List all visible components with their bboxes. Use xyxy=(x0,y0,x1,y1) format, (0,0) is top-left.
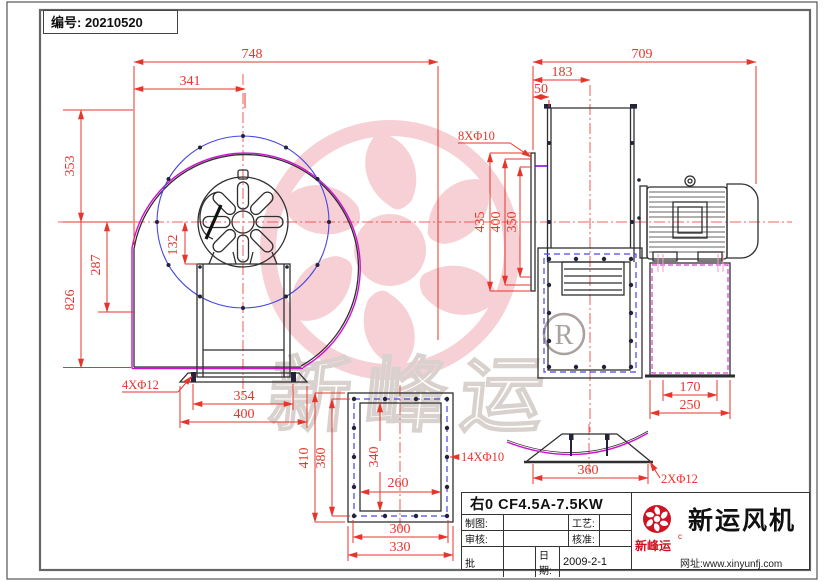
dim-300: 300 xyxy=(390,522,411,537)
dim-826: 826 xyxy=(63,290,78,311)
front-dimensions: 748 341 353 826 287 132 4XΦ12 354 xyxy=(63,47,439,428)
dim-748: 748 xyxy=(242,47,263,62)
front-pedestal xyxy=(178,251,309,383)
front-view: 748 341 353 826 287 132 4XΦ12 354 xyxy=(58,47,442,428)
title-block-brand: 新运风机 新峰运 c 网址:www.xinyunfj.com xyxy=(632,493,809,570)
dim-350: 350 xyxy=(505,212,520,233)
serial-label: 编号: 20210520 xyxy=(51,15,143,30)
dim-287: 287 xyxy=(89,255,104,276)
dim-saddle-holes: 2XΦ12 xyxy=(661,472,698,486)
dim-132: 132 xyxy=(166,235,181,256)
flange-dimensions: 410 380 340 260 14XΦ10 300 330 xyxy=(297,392,504,561)
flange-view: 410 380 340 260 14XΦ10 300 330 xyxy=(297,385,504,561)
registered-r: R xyxy=(555,320,574,351)
watermark-registered-icon: R xyxy=(542,312,586,356)
process-label: 工艺: xyxy=(569,515,600,530)
review-label: 审核: xyxy=(462,531,504,546)
dim-360: 360 xyxy=(578,463,599,478)
dim-50: 50 xyxy=(534,82,548,97)
brand-fan-logo-icon xyxy=(643,505,671,533)
dim-435: 435 xyxy=(473,212,488,233)
saddle-dimensions: 360 2XΦ12 xyxy=(532,461,698,486)
check-value xyxy=(600,531,631,546)
brand-trademark-mark: c xyxy=(678,532,682,541)
approve-value xyxy=(504,547,536,577)
dim-353: 353 xyxy=(63,156,78,177)
watermark-text: 新峰运 xyxy=(263,350,562,442)
front-volute xyxy=(131,152,361,370)
dim-250: 250 xyxy=(680,398,701,413)
review-value xyxy=(504,531,569,546)
dim-flange-holes: 14XΦ10 xyxy=(461,450,504,464)
brand-logo-text: 新峰运 xyxy=(635,539,672,553)
dim-709: 709 xyxy=(632,47,653,62)
dim-400-side: 400 xyxy=(489,212,504,233)
dim-410: 410 xyxy=(297,448,312,469)
dim-front-holes: 4XΦ12 xyxy=(122,378,159,392)
title-block-left: 右0 CF4.5A-7.5KW 制图: 工艺: 审核: 核准: 批 日期: 20… xyxy=(462,493,632,577)
dim-341: 341 xyxy=(180,74,201,89)
dim-400-front: 400 xyxy=(234,407,255,422)
brand-name: 新运风机 xyxy=(688,507,797,535)
approve-label: 批 xyxy=(462,547,504,577)
watermark-logo xyxy=(260,120,520,380)
inner-border xyxy=(38,8,812,572)
side-view: 709 183 50 8XΦ10 435 400 350 170 250 xyxy=(445,47,792,432)
saddle-bolts xyxy=(569,434,610,456)
front-handle xyxy=(199,191,223,240)
dim-260: 260 xyxy=(388,476,409,491)
dim-354: 354 xyxy=(234,389,255,404)
draw-value xyxy=(504,515,569,530)
side-dimensions: 709 183 50 8XΦ10 435 400 350 170 250 xyxy=(458,47,757,419)
brand-website: 网址:www.xinyunfj.com xyxy=(680,559,783,570)
process-value xyxy=(600,515,631,530)
side-motor xyxy=(639,175,759,262)
dim-330: 330 xyxy=(390,540,411,555)
front-bolt-dots xyxy=(155,134,331,310)
side-casing xyxy=(544,104,641,262)
dim-340: 340 xyxy=(367,447,382,468)
serial-box: 编号: 20210520 xyxy=(43,10,178,34)
dim-170: 170 xyxy=(680,380,701,395)
dim-380: 380 xyxy=(314,448,329,469)
model-number: 右0 CF4.5A-7.5KW xyxy=(462,493,631,515)
date-value: 2009-2-1 xyxy=(563,556,608,568)
flange-bolt-dots xyxy=(351,396,450,519)
dim-183: 183 xyxy=(552,65,573,80)
side-stand xyxy=(537,247,643,379)
check-label: 核准: xyxy=(569,531,600,546)
title-block: 右0 CF4.5A-7.5KW 制图: 工艺: 审核: 核准: 批 日期: 20… xyxy=(461,492,810,577)
outer-border xyxy=(6,1,818,580)
side-inlet-flange xyxy=(530,152,547,292)
saddle-view: 360 2XΦ12 xyxy=(506,424,698,486)
svg-text:新峰运: 新峰运 xyxy=(264,351,562,442)
dim-side-holes: 8XΦ10 xyxy=(458,129,495,143)
side-motor-support xyxy=(645,254,735,378)
date-label: 日期: xyxy=(536,547,560,577)
draw-label: 制图: xyxy=(462,515,504,530)
